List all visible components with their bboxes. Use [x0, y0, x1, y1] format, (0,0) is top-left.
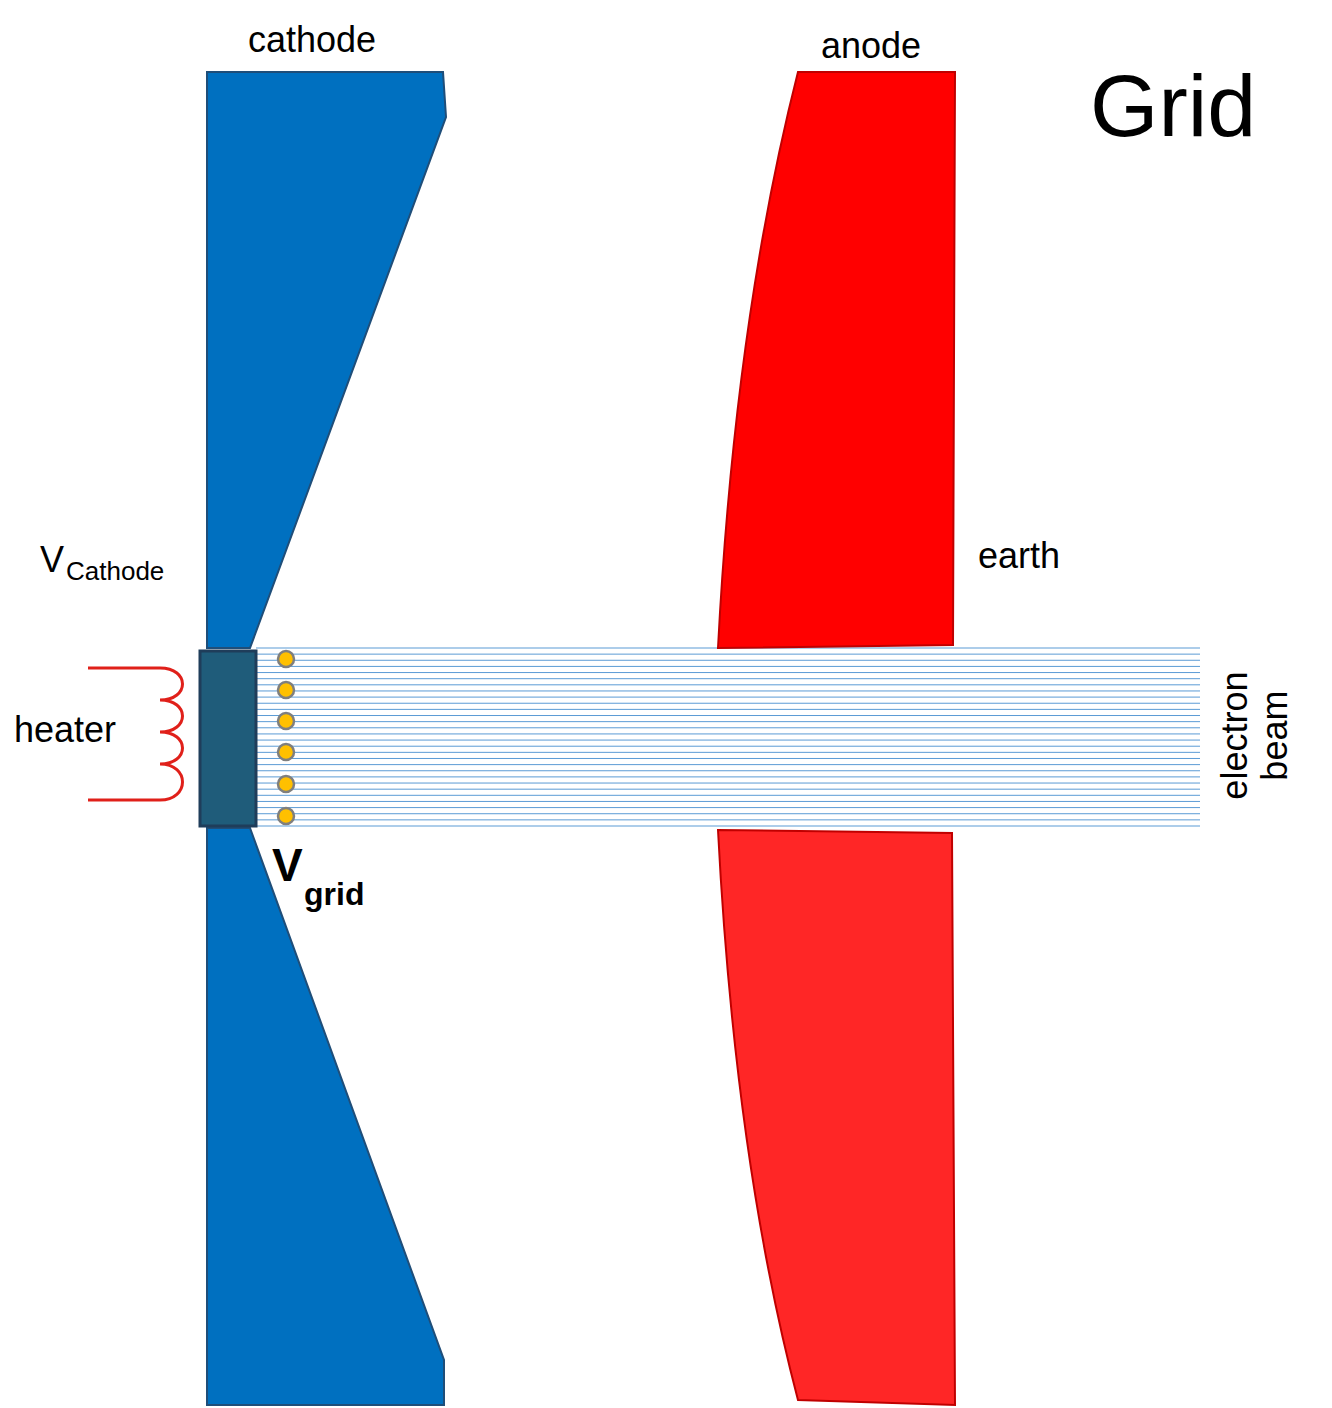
beam-line [256, 660, 1200, 661]
beam-line [256, 690, 1200, 691]
part-name: cathode [248, 22, 376, 58]
beam-line [256, 819, 1200, 820]
grid-wire [278, 651, 294, 667]
anode-lower [718, 830, 955, 1405]
beam-label: electron beam [1215, 646, 1294, 826]
grid-wire [278, 744, 294, 760]
beam-line [256, 672, 1200, 673]
grid-wire [278, 776, 294, 792]
beam-line [256, 721, 1200, 722]
beam-line [256, 776, 1200, 777]
beam-line [256, 752, 1200, 753]
voltage-symbol: V [272, 842, 303, 888]
beam-line [256, 807, 1200, 808]
beam-line [256, 770, 1200, 771]
beam-line [256, 813, 1200, 814]
beam-line [256, 826, 1200, 827]
voltage-subscript: grid [304, 878, 364, 910]
beam-line [256, 715, 1200, 716]
part-name: anode [821, 28, 921, 64]
beam-line [256, 678, 1200, 679]
voltage-subscript: Cathode [66, 558, 164, 584]
grid-wires [278, 651, 294, 824]
part-name: heater [14, 712, 116, 748]
beam-line [256, 709, 1200, 710]
beam-line [256, 740, 1200, 741]
cathode-lower [207, 828, 444, 1405]
title: Grid [1090, 62, 1256, 150]
emitter [200, 651, 256, 826]
electron-beam-lines [256, 648, 1200, 826]
beam-line [256, 697, 1200, 698]
cathode-upper [207, 72, 446, 648]
beam-line [256, 758, 1200, 759]
beam-line [256, 764, 1200, 765]
beam-line [256, 654, 1200, 655]
beam-line [256, 727, 1200, 728]
beam-line [256, 783, 1200, 784]
potential-label: earth [978, 538, 1060, 574]
beam-line [256, 703, 1200, 704]
beam-line [256, 789, 1200, 790]
beam-line [256, 795, 1200, 796]
beam-line [256, 684, 1200, 685]
anode-upper [718, 72, 955, 648]
beam-line [256, 666, 1200, 667]
voltage-symbol: V [40, 542, 64, 578]
beam-line [256, 746, 1200, 747]
beam-line [256, 733, 1200, 734]
grid-wire [278, 808, 294, 824]
grid-wire [278, 713, 294, 729]
grid-wire [278, 682, 294, 698]
beam-line [256, 801, 1200, 802]
